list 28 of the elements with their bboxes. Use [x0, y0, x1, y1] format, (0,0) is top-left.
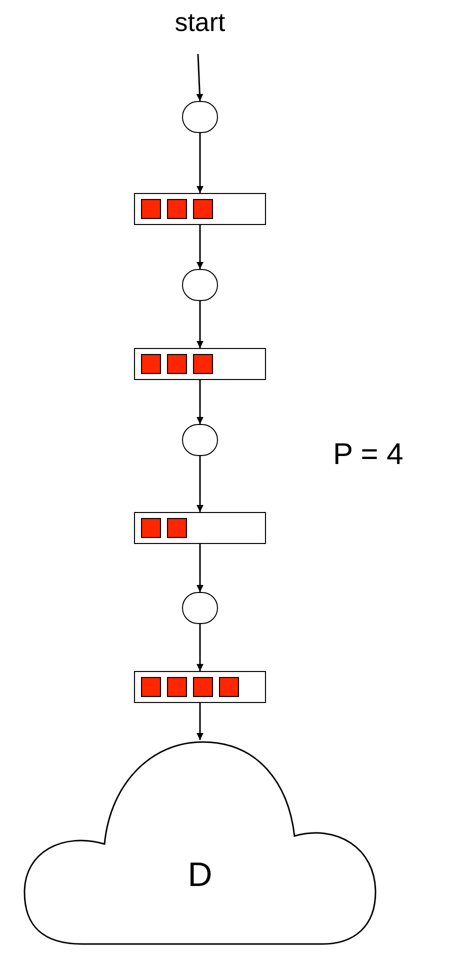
queue-item — [141, 518, 161, 538]
queue-item — [193, 677, 213, 697]
queue-item — [219, 677, 239, 697]
queue-item — [167, 518, 187, 538]
arrow — [196, 544, 204, 592]
queue-item — [193, 354, 213, 374]
queue-item — [141, 354, 161, 374]
queue-item — [141, 677, 161, 697]
arrow — [196, 624, 204, 671]
queue-item — [193, 199, 213, 219]
queue-bar — [134, 193, 266, 225]
queue-bar — [134, 671, 266, 703]
node-label: start — [174, 6, 226, 38]
arrow — [196, 133, 204, 193]
arrow — [196, 301, 204, 348]
arrow — [196, 380, 204, 424]
queue-item — [167, 199, 187, 219]
arrow — [196, 456, 204, 512]
arrow — [196, 703, 204, 740]
queue-bar — [134, 512, 266, 544]
queue-item — [167, 677, 187, 697]
arrow — [196, 54, 204, 102]
parameter-label: P = 4 — [333, 437, 404, 473]
node-label: D — [188, 854, 212, 896]
queue-bar — [134, 348, 266, 380]
arrow — [196, 225, 204, 269]
queue-item — [167, 354, 187, 374]
queue-item — [141, 199, 161, 219]
